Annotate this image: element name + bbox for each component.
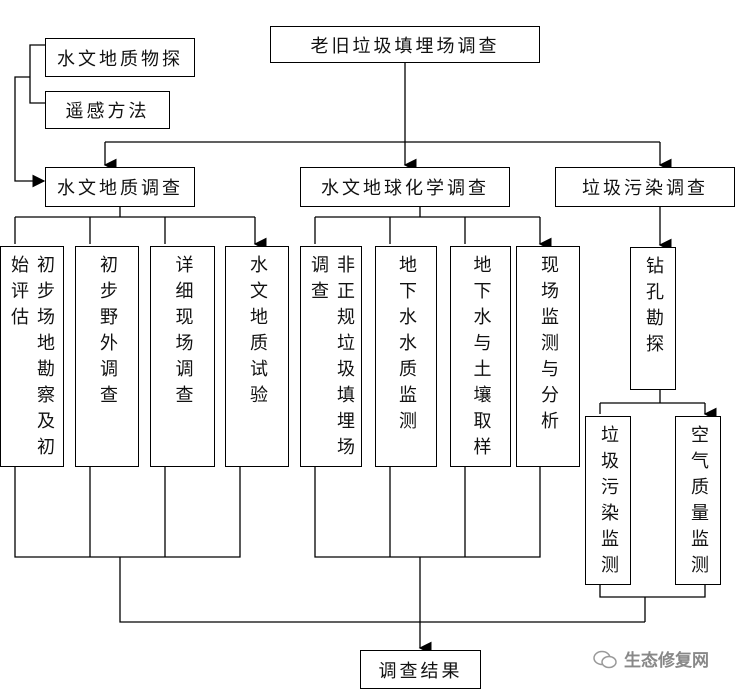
step-label: 非正规垃圾填埋场调查 <box>308 255 355 463</box>
step-label: 详细现场调查 <box>172 255 194 411</box>
pollution-box: 垃圾污染调查 <box>555 167 735 207</box>
watermark-text: 生态修复网 <box>624 651 709 671</box>
geophysics-box: 水文地质物探 <box>45 38 195 77</box>
pollution-label: 垃圾污染调查 <box>582 178 708 199</box>
step-box: 非正规垃圾填埋场调查 <box>300 246 362 467</box>
result-box: 调查结果 <box>360 650 481 689</box>
watermark: 生态修复网 <box>592 646 709 671</box>
geophysics-label: 水文地质物探 <box>57 48 183 70</box>
geochem-label: 水文地球化学调查 <box>321 178 489 199</box>
step-box: 初步场地勘察及初始评估 <box>0 246 64 467</box>
step-label: 现场监测与分析 <box>538 255 559 437</box>
waste-monitor-label: 垃圾污染监测 <box>598 425 619 581</box>
remote-sensing-box: 遥感方法 <box>45 91 170 129</box>
root-box: 老旧垃圾填埋场调查 <box>270 26 540 63</box>
hydrogeology-label: 水文地质调查 <box>57 178 183 199</box>
root-label: 老旧垃圾填埋场调查 <box>310 35 500 57</box>
air-monitor-box: 空气质量监测 <box>675 416 721 585</box>
remote-sensing-label: 遥感方法 <box>65 101 150 122</box>
step-box: 详细现场调查 <box>150 246 215 467</box>
drill-box: 钻孔勘探 <box>630 247 676 390</box>
step-box: 初步野外调查 <box>75 246 139 467</box>
hydrogeology-box: 水文地质调查 <box>45 167 195 207</box>
step-box: 地下水水质监测 <box>375 246 437 467</box>
step-label: 水文地质试验 <box>247 255 268 411</box>
result-label: 调查结果 <box>378 660 463 682</box>
waste-monitor-box: 垃圾污染监测 <box>585 416 631 585</box>
step-label: 地下水水质监测 <box>396 255 417 437</box>
air-monitor-label: 空气质量监测 <box>688 425 709 581</box>
step-box: 现场监测与分析 <box>516 246 580 467</box>
step-label: 初步场地勘察及初始评估 <box>8 255 55 463</box>
wechat-icon <box>593 650 617 668</box>
geochem-box: 水文地球化学调查 <box>300 167 510 207</box>
step-label: 初步野外调查 <box>97 255 118 411</box>
step-box: 水文地质试验 <box>225 246 289 467</box>
drill-label: 钻孔勘探 <box>643 256 664 360</box>
step-label: 地下水与土壤取样 <box>470 255 492 463</box>
step-box: 地下水与土壤取样 <box>450 246 511 467</box>
